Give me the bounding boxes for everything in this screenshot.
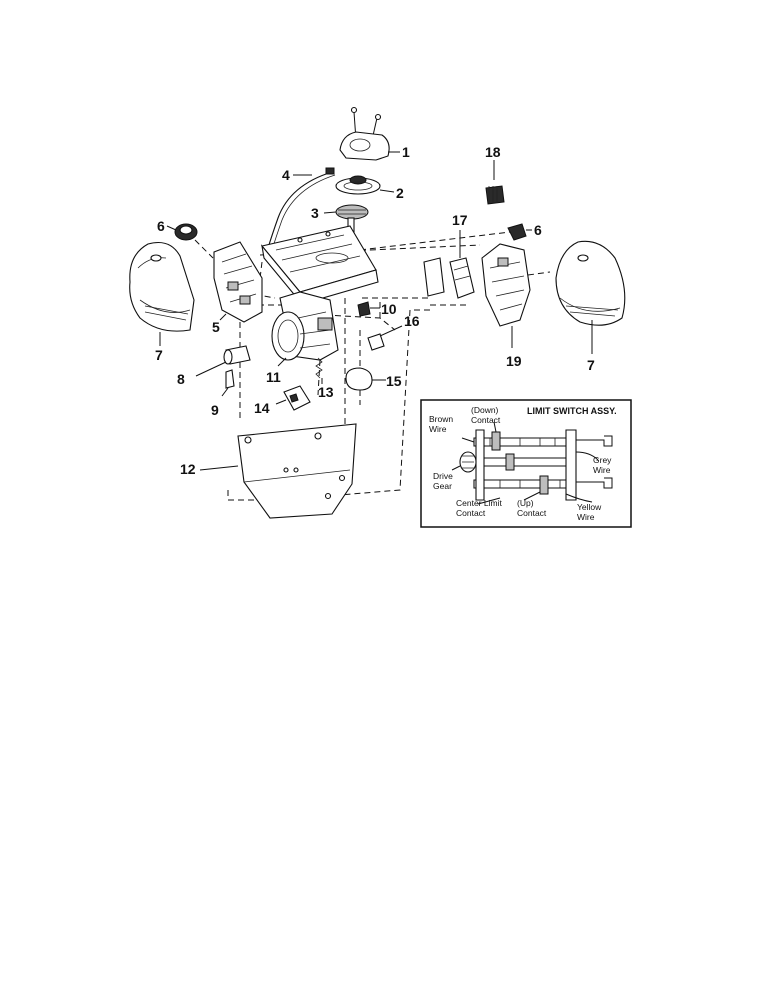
part-16-limit-switch bbox=[367, 325, 403, 351]
inset-title: LIMIT SWITCH ASSY. bbox=[527, 406, 617, 416]
part-15-capacitor bbox=[345, 367, 386, 391]
chassis-frame bbox=[261, 225, 379, 306]
part-2-gear-plate bbox=[335, 175, 395, 195]
callout-16: 16 bbox=[404, 313, 420, 329]
part-17-logic-board bbox=[423, 230, 475, 299]
part-9-connector bbox=[221, 369, 235, 397]
inset-label-down-contact-2: Contact bbox=[471, 415, 501, 425]
callout-13: 13 bbox=[318, 384, 334, 400]
part-6-right-bulb-socket bbox=[507, 223, 532, 241]
part-12-bottom-cover bbox=[199, 423, 357, 519]
inset-label-yellow-wire-1: Yellow bbox=[577, 502, 602, 512]
part-6-left-bulb-socket bbox=[166, 223, 198, 241]
inset-label-center-limit-1: Center Limit bbox=[456, 498, 502, 508]
part-3-drive-gear bbox=[323, 204, 369, 233]
part-19-right-end-panel bbox=[481, 243, 531, 348]
callout-19: 19 bbox=[506, 353, 522, 369]
callout-4: 4 bbox=[282, 167, 290, 183]
callout-15: 15 bbox=[386, 373, 402, 389]
limit-switch-inset: LIMIT SWITCH ASSY. (Down) Contact Brown … bbox=[420, 399, 632, 528]
callout-1: 1 bbox=[402, 144, 410, 160]
callout-9: 9 bbox=[211, 402, 219, 418]
part-5-left-end-panel bbox=[213, 241, 263, 323]
callout-14: 14 bbox=[254, 400, 270, 416]
part-8-capacitor-cylinder bbox=[195, 345, 251, 377]
callout-11: 11 bbox=[266, 369, 281, 385]
part-7-right-light-lens bbox=[555, 240, 626, 354]
part-18-terminal-block bbox=[485, 160, 505, 205]
callout-10: 10 bbox=[381, 301, 397, 317]
part-1-motor-cap bbox=[339, 106, 400, 161]
inset-label-yellow-wire-2: Wire bbox=[577, 512, 595, 522]
inset-label-brown-wire-1: Brown bbox=[429, 414, 453, 424]
inset-label-brown-wire-2: Wire bbox=[429, 424, 447, 434]
callout-6-left: 6 bbox=[157, 218, 165, 234]
inset-label-center-limit-2: Contact bbox=[456, 508, 486, 518]
callout-numbers: 1 2 3 4 5 6 6 7 7 8 9 10 11 12 13 14 15 … bbox=[155, 144, 595, 477]
callout-5: 5 bbox=[212, 319, 220, 335]
callout-3: 3 bbox=[311, 205, 319, 221]
callout-12: 12 bbox=[180, 461, 196, 477]
inset-label-drive-gear-2: Gear bbox=[433, 481, 452, 491]
callout-17: 17 bbox=[452, 212, 468, 228]
part-4-wire-harness bbox=[267, 167, 336, 251]
callout-6-right: 6 bbox=[534, 222, 542, 238]
inset-label-down-contact-1: (Down) bbox=[471, 405, 499, 415]
inset-label-up-contact-2: Contact bbox=[517, 508, 547, 518]
callout-2: 2 bbox=[396, 185, 404, 201]
inset-label-grey-wire-1: Grey bbox=[593, 455, 612, 465]
part-10-rpm-sensor bbox=[357, 301, 380, 317]
callout-7-right: 7 bbox=[587, 357, 595, 373]
part-11-motor bbox=[271, 291, 339, 367]
inset-label-up-contact-1: (Up) bbox=[517, 498, 534, 508]
callout-18: 18 bbox=[485, 144, 501, 160]
inset-label-grey-wire-2: Wire bbox=[593, 465, 611, 475]
inset-label-drive-gear-1: Drive bbox=[433, 471, 453, 481]
part-14-bracket bbox=[275, 385, 311, 411]
part-13-spring bbox=[315, 357, 323, 384]
part-7-left-light-lens bbox=[129, 241, 195, 346]
callout-8: 8 bbox=[177, 371, 185, 387]
callout-7-left: 7 bbox=[155, 347, 163, 363]
